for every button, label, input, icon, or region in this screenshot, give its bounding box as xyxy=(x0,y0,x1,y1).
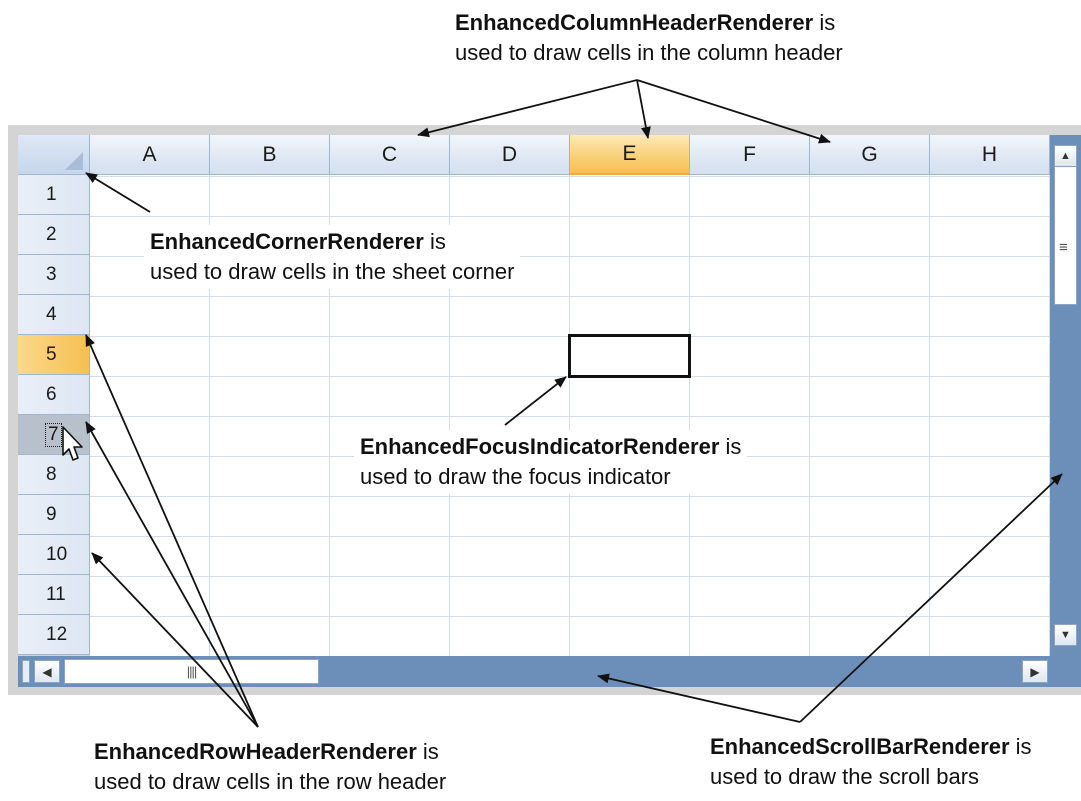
focus-indicator xyxy=(568,334,691,378)
row-header-11[interactable]: 11 xyxy=(18,575,90,615)
triangle-up-icon: ▲ xyxy=(1060,150,1071,162)
renderer-name: EnhancedFocusIndicatorRenderer xyxy=(360,434,720,459)
callout-scrollbar: EnhancedScrollBarRenderer is used to dra… xyxy=(704,730,1038,794)
column-header-d[interactable]: D xyxy=(450,135,570,175)
callout-row-header: EnhancedRowHeaderRenderer is used to dra… xyxy=(88,735,453,799)
column-header-c[interactable]: C xyxy=(330,135,450,175)
row-header-1[interactable]: 1 xyxy=(18,175,90,215)
renderer-name: EnhancedScrollBarRenderer xyxy=(710,734,1010,759)
row-header-7[interactable]: 7 xyxy=(18,415,90,455)
renderer-suffix: is xyxy=(1009,734,1032,759)
row-header-3[interactable]: 3 xyxy=(18,255,90,295)
row-header-2[interactable]: 2 xyxy=(18,215,90,255)
row-header-5[interactable]: 5 xyxy=(18,335,90,375)
renderer-suffix: is xyxy=(813,10,836,35)
grip-icon: |||| xyxy=(186,664,197,679)
row-header-7-label: 7 xyxy=(45,422,62,447)
column-header-b[interactable]: B xyxy=(210,135,330,175)
sheet-corner[interactable] xyxy=(18,135,90,175)
column-header-g[interactable]: G xyxy=(810,135,930,175)
horizontal-scroll-thumb[interactable]: |||| xyxy=(64,659,319,684)
row-header-10[interactable]: 10 xyxy=(18,535,90,575)
column-header-e[interactable]: E xyxy=(570,135,690,175)
callout-corner: EnhancedCornerRenderer is used to draw c… xyxy=(144,225,521,289)
renderer-name: EnhancedCornerRenderer xyxy=(150,229,424,254)
column-header-f[interactable]: F xyxy=(690,135,810,175)
column-header-h[interactable]: H xyxy=(930,135,1050,175)
corner-triangle-icon xyxy=(65,152,83,170)
renderer-name: EnhancedColumnHeaderRenderer xyxy=(455,10,814,35)
row-header-6[interactable]: 6 xyxy=(18,375,90,415)
triangle-right-icon: ▶ xyxy=(1030,664,1040,679)
column-header-a[interactable]: A xyxy=(90,135,210,175)
vertical-scroll-thumb[interactable] xyxy=(1054,155,1077,305)
scroll-down-button[interactable]: ▼ xyxy=(1054,624,1077,646)
renderer-name: EnhancedRowHeaderRenderer xyxy=(94,739,417,764)
grip-icon: ≡ xyxy=(1059,239,1068,256)
row-header-4[interactable]: 4 xyxy=(18,295,90,335)
renderer-suffix: is xyxy=(719,434,742,459)
renderer-description: used to draw cells in the row header xyxy=(94,769,447,794)
renderer-suffix: is xyxy=(416,739,439,764)
renderer-suffix: is xyxy=(423,229,446,254)
row-header-12[interactable]: 12 xyxy=(18,615,90,655)
scroll-up-button[interactable]: ▲ xyxy=(1054,145,1077,167)
renderer-description: used to draw cells in the column header xyxy=(455,40,843,65)
renderer-description: used to draw the scroll bars xyxy=(710,764,980,789)
renderer-description: used to draw the focus indicator xyxy=(360,464,671,489)
renderer-description: used to draw cells in the sheet corner xyxy=(150,259,515,284)
callout-focus-indicator: EnhancedFocusIndicatorRenderer is used t… xyxy=(354,430,748,494)
callout-column-header: EnhancedColumnHeaderRenderer is used to … xyxy=(449,6,849,70)
triangle-left-icon: ◀ xyxy=(42,664,52,679)
row-header-9[interactable]: 9 xyxy=(18,495,90,535)
split-handle[interactable] xyxy=(22,660,30,683)
triangle-down-icon: ▼ xyxy=(1060,629,1071,641)
scroll-right-button[interactable]: ▶ xyxy=(1022,660,1048,683)
scroll-left-button[interactable]: ◀ xyxy=(34,660,60,683)
mouse-pointer-icon xyxy=(62,426,83,461)
